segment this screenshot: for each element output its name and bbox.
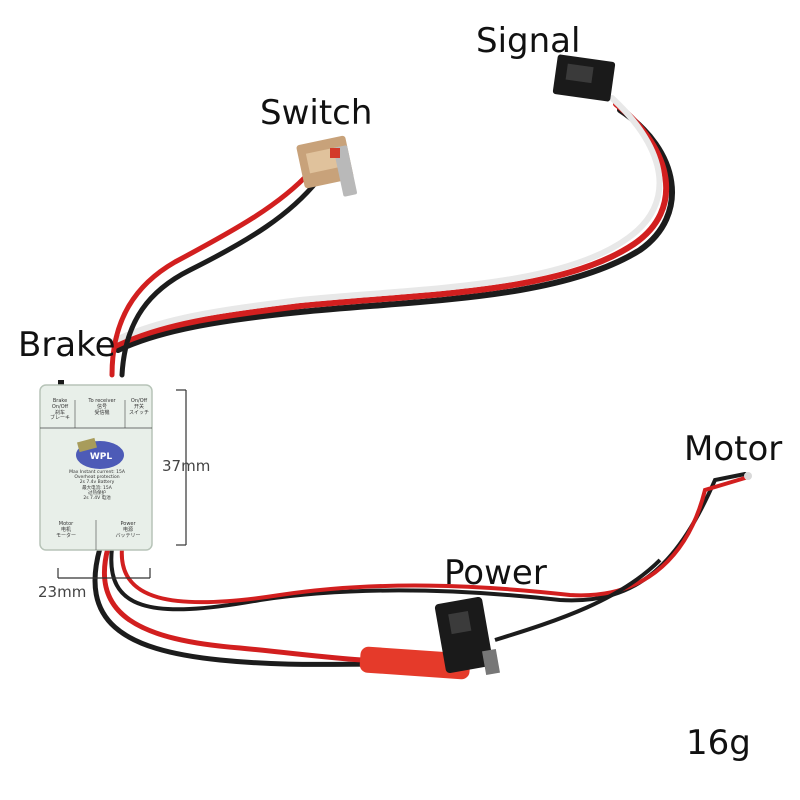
slide-switch bbox=[296, 135, 357, 197]
weight-label: 16g bbox=[686, 723, 751, 763]
power-label: Power bbox=[444, 553, 547, 593]
battery-connector bbox=[434, 596, 500, 676]
width-dimension-label: 23mm bbox=[38, 583, 87, 601]
signal-label: Signal bbox=[476, 21, 581, 61]
esc-brake-text: Brake On/Off 刹车 ブレーキ bbox=[49, 398, 70, 422]
height-dimension-label: 37mm bbox=[162, 457, 211, 475]
switch-cable bbox=[109, 169, 321, 378]
jst-plug bbox=[359, 646, 471, 680]
width-dimension bbox=[57, 568, 151, 579]
motor-cable bbox=[109, 472, 752, 612]
signal-cable bbox=[109, 95, 675, 353]
esc-spec-text: Max Instant current: 15A Overheat protec… bbox=[69, 470, 125, 501]
servo-connector bbox=[552, 54, 616, 102]
switch-label: Switch bbox=[260, 93, 373, 133]
esc-board bbox=[39, 380, 153, 551]
motor-label: Motor bbox=[684, 429, 783, 469]
esc-motor-text: Motor 电机 モーター bbox=[55, 521, 76, 539]
height-dimension bbox=[176, 389, 187, 546]
brake-label: Brake bbox=[18, 325, 116, 365]
esc-switch-text: On/Off 开关 スイッチ bbox=[128, 398, 149, 416]
esc-logo: WPL bbox=[89, 452, 113, 462]
esc-power-text: Power 电源 バッテリー bbox=[115, 521, 141, 539]
esc-receiver-text: To receiver 信号 受信機 bbox=[88, 398, 116, 416]
